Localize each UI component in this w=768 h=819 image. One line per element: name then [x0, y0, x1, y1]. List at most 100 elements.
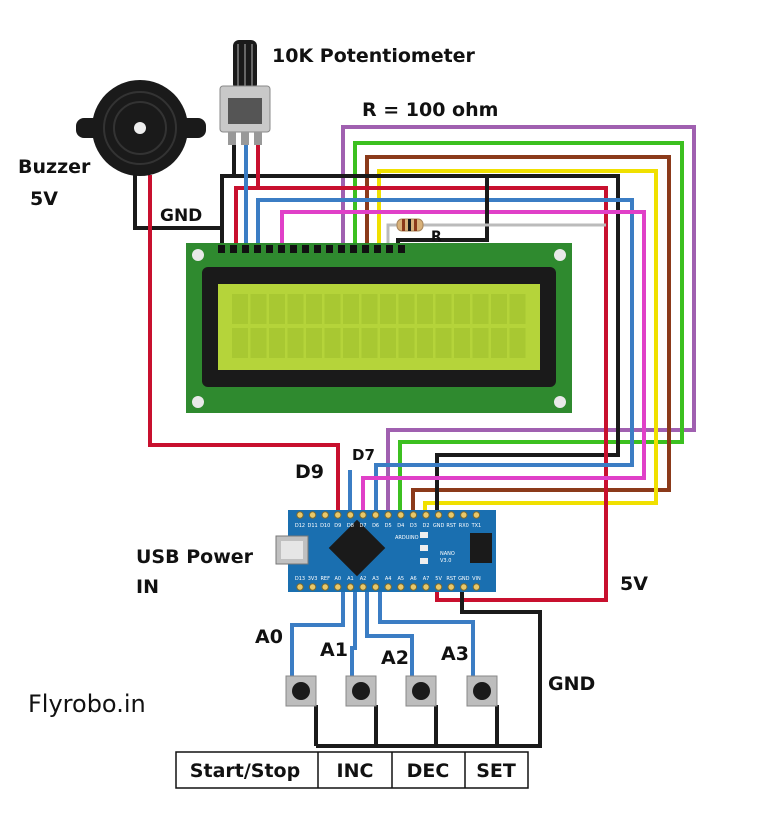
nano-pin: [321, 511, 329, 519]
nano-pin: [472, 583, 481, 591]
nano-pin: [434, 583, 443, 591]
nano-pin-label: 5V: [435, 576, 442, 582]
nano-pin-label: A2: [360, 576, 367, 582]
lcd-pin: [254, 245, 261, 253]
lcd-pin: [386, 245, 393, 253]
nano-pin: [409, 583, 418, 591]
nano-pin-label: A5: [397, 576, 404, 582]
nano-pin-label: D4: [397, 523, 404, 529]
nano-pin: [321, 583, 329, 591]
lcd-module: [186, 243, 572, 413]
lcd-pin: [326, 245, 333, 253]
buzzer: [76, 80, 206, 176]
wire-brown: [365, 155, 671, 512]
nano-pin: [472, 511, 481, 519]
lcd-cell: [324, 328, 341, 358]
lcd-pin: [278, 245, 285, 253]
lcd-cell: [472, 294, 489, 324]
wire-a1: [350, 590, 357, 680]
wire-magenta: [280, 210, 646, 512]
nano-pin: [409, 511, 418, 519]
nano-pin-label: D3: [410, 523, 417, 529]
nano-pin: [460, 583, 468, 591]
label-resistor-short: R: [431, 229, 442, 245]
label-start-stop: Start/Stop: [190, 760, 300, 782]
lcd-pin: [362, 245, 369, 253]
nano-pin-label: A7: [423, 576, 430, 582]
lcd-cell: [269, 328, 285, 358]
lcd-cell: [435, 294, 452, 324]
lcd-pin: [218, 245, 225, 253]
nano-pin: [447, 583, 455, 591]
nano-pcb: [288, 510, 496, 592]
nano-pin: [371, 511, 380, 519]
wire-a3: [378, 590, 475, 680]
push-button[interactable]: [285, 675, 317, 707]
label-inc: INC: [337, 760, 374, 782]
nano-pin-label: A6: [410, 576, 417, 582]
nano-pin-label: D13: [295, 576, 305, 582]
lcd-pin: [374, 245, 381, 253]
push-button[interactable]: [345, 675, 377, 707]
nano-model: NANO: [440, 551, 455, 557]
lcd-cell: [232, 294, 248, 324]
lcd-cell: [417, 294, 433, 324]
wire-black-gnd-bottom: [316, 590, 542, 748]
wire-red-5v: [234, 186, 608, 602]
nano-pin-label: RX0: [459, 523, 469, 529]
nano-pin: [308, 583, 317, 591]
label-gnd-bottom: GND: [548, 673, 595, 695]
label-a2: A2: [381, 647, 409, 669]
nano-pin-label: RST: [446, 523, 457, 529]
label-usb-power: USB Power: [136, 546, 254, 568]
label-usb-in: IN: [136, 576, 159, 598]
lcd-pin: [290, 245, 297, 253]
nano-pin: [384, 583, 392, 591]
nano-pin-label: VIN: [472, 576, 481, 582]
wire-a2: [365, 590, 414, 680]
lcd-cell: [380, 294, 396, 324]
nano-pin-label: A4: [385, 576, 392, 582]
wire-yellow: [377, 169, 658, 512]
label-5v: 5V: [620, 573, 648, 595]
nano-pin: [422, 583, 430, 591]
nano-pin: [334, 511, 342, 519]
nano-pin-label: D11: [307, 523, 317, 529]
nano-pin-label: D7: [359, 523, 366, 529]
nano-pin-label: D9: [334, 523, 341, 529]
lcd-cell: [287, 328, 304, 358]
lcd-cell: [398, 294, 415, 324]
push-button[interactable]: [466, 675, 498, 707]
label-d7: D7: [352, 446, 375, 464]
nano-pin: [296, 583, 304, 591]
push-button[interactable]: [405, 675, 437, 707]
lcd-cell: [287, 294, 304, 324]
lcd-cell: [269, 294, 285, 324]
nano-pin: [371, 583, 380, 591]
lcd-cell: [306, 294, 322, 324]
nano-pin: [296, 511, 304, 519]
nano-pin-label: D8: [347, 523, 354, 529]
nano-pin-label: TX1: [471, 523, 482, 529]
nano-pin-label: A1: [347, 576, 354, 582]
nano-pin: [308, 511, 317, 519]
wire-purple: [341, 125, 696, 512]
nano-pin: [359, 583, 367, 591]
icsp-header: [470, 533, 492, 563]
nano-pin-label: D2: [422, 523, 429, 529]
nano-pin-label: REF: [320, 576, 330, 582]
button-label-box: Start/Stop INC DEC SET: [175, 751, 529, 789]
nano-pin-label: D12: [295, 523, 305, 529]
nano-pin-label: D10: [320, 523, 330, 529]
nano-pin: [422, 511, 430, 519]
lcd-pin: [266, 245, 273, 253]
wire-blue-rs: [256, 198, 634, 512]
lcd-cell: [343, 328, 359, 358]
label-gnd-top: GND: [160, 206, 202, 226]
lcd-cell: [417, 328, 433, 358]
nano-name: ARDUINO: [395, 535, 419, 541]
label-website: Flyrobo.in: [28, 690, 146, 718]
lcd-cell: [509, 328, 526, 358]
label-d9: D9: [295, 461, 324, 483]
